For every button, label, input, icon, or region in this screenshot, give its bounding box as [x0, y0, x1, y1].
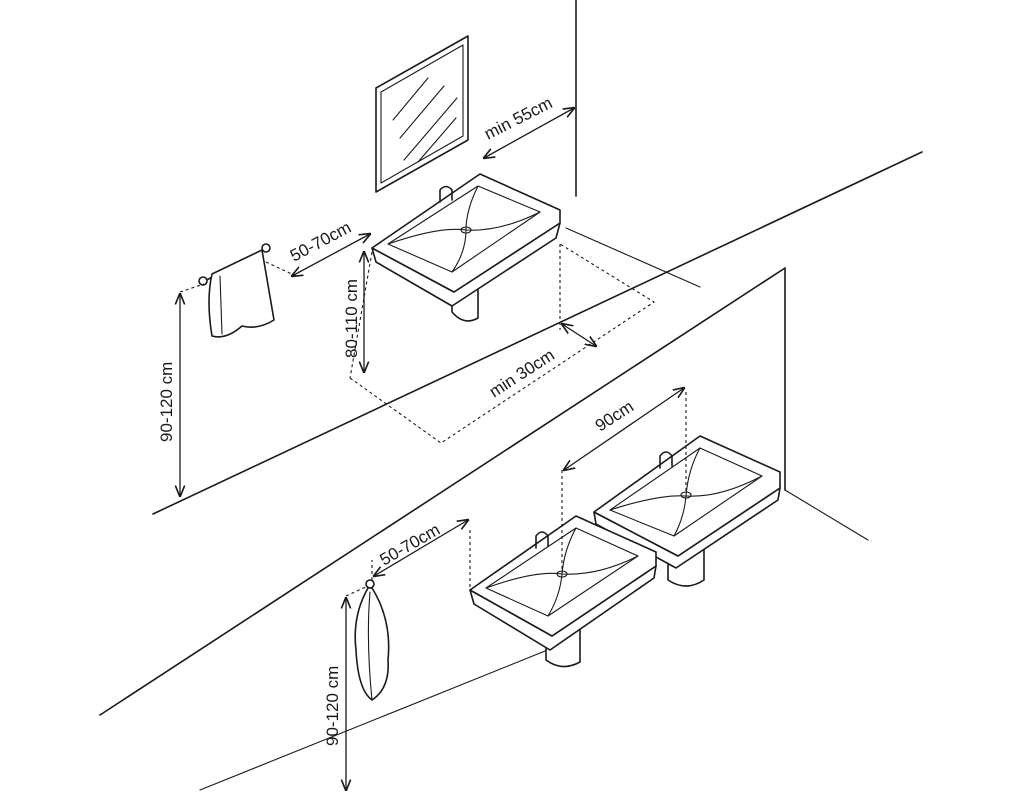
room-outline: [99, 0, 923, 791]
towel-rail-icon: [198, 243, 275, 338]
dim-floor-space: min 30cm: [486, 324, 596, 401]
bottom-scene: 90cm 50-70cm 90-120 cm: [323, 388, 781, 790]
label-towel-distance-top: 50-70cm: [287, 218, 354, 266]
floor-wall-edge-bottom-left: [199, 644, 561, 791]
washbasin-icon: [469, 515, 657, 668]
dim-towel-distance-top: 50-70cm: [265, 218, 370, 276]
label-basin-height: 80-110 cm: [342, 279, 361, 358]
floor-clearance-zone: [349, 243, 656, 444]
clearance-outline: [349, 243, 656, 444]
label-floor-space: min 30cm: [486, 345, 558, 401]
divider-line-bottom: [99, 267, 786, 716]
towel-hook-icon: [354, 579, 390, 701]
label-towel-height-top: 90-120 cm: [157, 362, 176, 442]
dim-towel-height-top: 90-120 cm: [157, 283, 205, 496]
dim-towel-height-bottom: 90-120 cm: [323, 585, 369, 790]
drain-icon: [460, 226, 472, 234]
basin-top: [469, 515, 657, 637]
drain-icon: [680, 491, 692, 499]
mirror-icon: [375, 35, 469, 193]
label-mirror-clearance: min 55cm: [481, 93, 555, 143]
towel-icon: [354, 587, 390, 701]
label-basin-spacing: 90cm: [592, 397, 637, 436]
tap-icon: [535, 531, 549, 549]
dim-towel-distance-bottom: 50-70cm: [372, 520, 470, 590]
washbasin-icon: [371, 173, 561, 322]
floor-wall-edge-bottom: [784, 489, 869, 541]
drain-icon: [556, 570, 568, 578]
divider-line-top: [152, 151, 923, 515]
towel-icon: [208, 249, 275, 338]
label-towel-height-bottom: 90-120 cm: [323, 666, 342, 746]
dim-mirror-clearance: min 55cm: [481, 93, 574, 158]
top-scene: min 55cm 50-70cm 80-110 cm 90-120 cm min…: [157, 35, 656, 496]
floor-wall-edge-top: [565, 227, 701, 288]
dim-basin-height: 80-110 cm: [342, 252, 364, 372]
tap-icon: [439, 185, 453, 203]
